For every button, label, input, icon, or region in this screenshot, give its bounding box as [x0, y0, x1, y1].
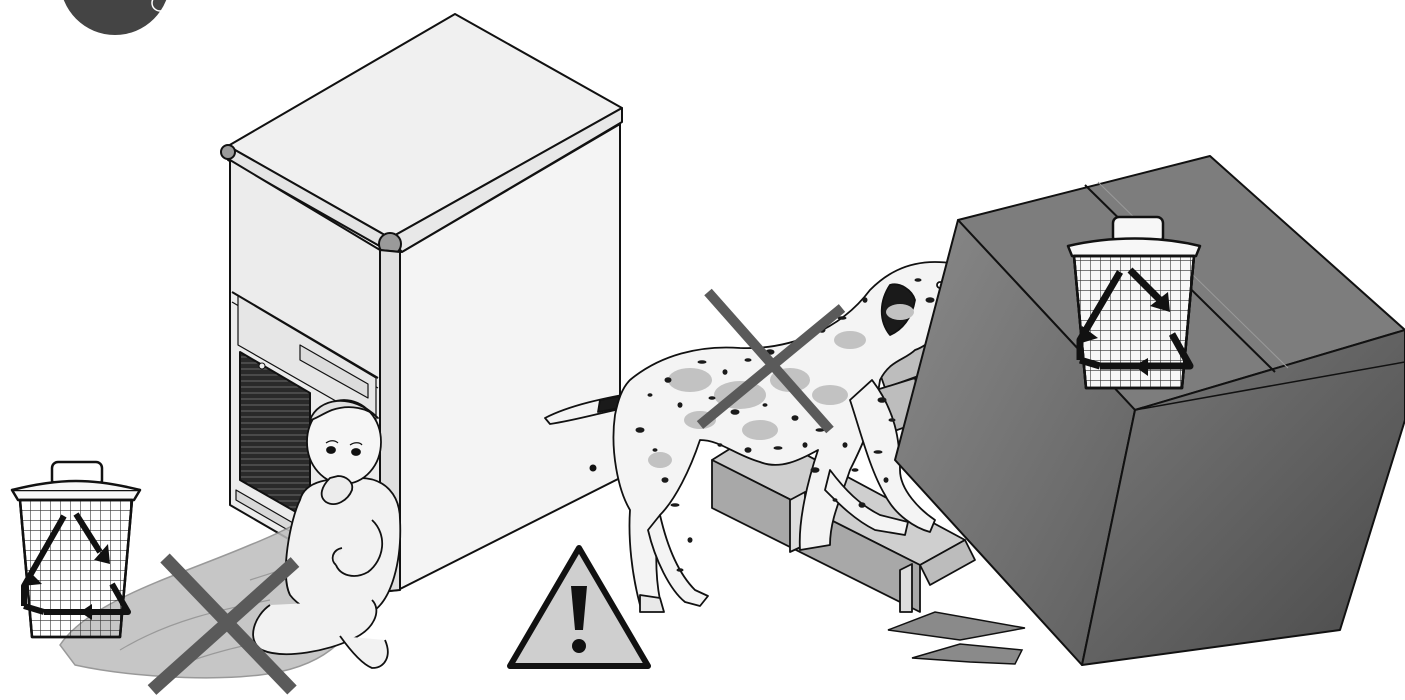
cross-prohibited-icon [147, 553, 300, 695]
dog-spot [925, 297, 935, 303]
dog-spot [670, 503, 680, 507]
dog-spot [862, 297, 868, 303]
dog-spot [717, 443, 723, 447]
dog-spot [842, 442, 848, 448]
dog-spot [687, 537, 693, 543]
recycle-bin-icon-box [1066, 215, 1202, 390]
dog-spot [697, 360, 707, 364]
dog-spot [635, 427, 645, 433]
dog-spot [773, 446, 783, 450]
dog-spot [722, 369, 728, 375]
dog-shade-patch [886, 304, 914, 320]
dog-spot [837, 316, 847, 320]
dog-shade-patch [834, 331, 866, 349]
dog-spot [791, 415, 799, 421]
dog-spot [802, 442, 808, 448]
dog-shade-patch [812, 385, 848, 405]
recycle-symbol-icon-box [1076, 267, 1194, 376]
dog-spot [652, 448, 658, 452]
dog-spot [744, 358, 752, 362]
dog-spot [810, 467, 820, 473]
dog-spot [708, 396, 716, 400]
ice-maker-cabinet [220, 13, 623, 593]
warning-triangle-icon [507, 545, 651, 669]
dog-spot [914, 278, 922, 282]
box-side [1081, 329, 1405, 666]
dog-spot [873, 450, 883, 454]
dog-spot [664, 377, 672, 383]
dog-spot [851, 468, 859, 472]
dog-spot [647, 393, 653, 397]
dog-spot [661, 477, 669, 483]
dog-shade-patch [648, 452, 672, 468]
dog-spot [877, 397, 887, 403]
dog-spot [676, 568, 684, 572]
dalmatian-dog [544, 261, 987, 613]
cardboard-scraps [887, 611, 1026, 665]
corner-badge [63, 0, 169, 35]
dog-spot [883, 477, 889, 483]
recycle-symbol-icon [21, 512, 131, 620]
dog-spot [832, 498, 838, 502]
dog-shade-patch [668, 368, 712, 392]
dog-shade-patch [742, 420, 778, 440]
child-figure [252, 399, 402, 669]
dog-spot [888, 418, 896, 422]
dog-spot [858, 502, 866, 508]
dog-spot [815, 428, 825, 432]
dog-spot [744, 447, 752, 453]
recycle-bin-icon [10, 460, 142, 639]
dog-spot [730, 409, 740, 415]
dog-spot [677, 402, 683, 408]
dog-spot [762, 403, 768, 407]
cross-prohibited-icon-dog [696, 288, 846, 434]
